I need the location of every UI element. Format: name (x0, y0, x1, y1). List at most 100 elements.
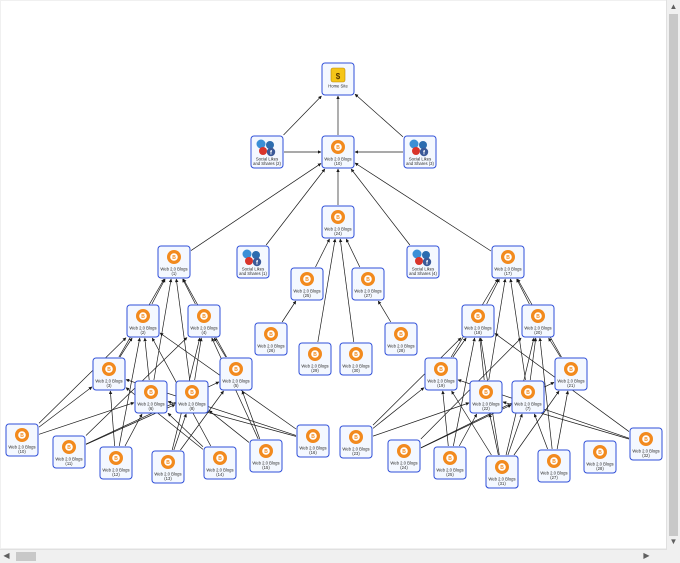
node-label-line1: Web 2.0 Blogs (8, 445, 35, 450)
edge-w7-to-w17 (509, 278, 526, 381)
scroll-left-icon[interactable]: ◀ (3, 551, 10, 560)
scroll-up-icon[interactable]: ▲ (669, 2, 678, 11)
scroll-corner (667, 549, 680, 563)
node-label-line1: Web 2.0 Blogs (390, 461, 417, 466)
vertical-scrollbar[interactable]: ▲ ▼ (666, 0, 680, 549)
node-label-line1: Web 2.0 Blogs (488, 477, 515, 482)
node-label-line2: (2) (140, 330, 146, 335)
edge-w7-to-w20 (529, 337, 538, 381)
node-label-line1: Web 2.0 Blogs (95, 379, 122, 384)
edge-w25b-to-w19 (441, 390, 449, 447)
node-label-line2: (17) (504, 271, 512, 276)
node-label-line2: (21) (567, 383, 575, 388)
edge-w23-to-w22 (372, 402, 470, 437)
svg-text:B: B (20, 433, 24, 439)
node-label-line2: (27) (550, 475, 558, 480)
svg-text:B: B (305, 277, 309, 283)
svg-text:f: f (256, 261, 259, 267)
node-label-line2: (15) (262, 465, 270, 470)
node-w17[interactable]: B Web 2.0 Blogs(17) (491, 245, 525, 279)
node-label-line2: (11) (65, 461, 73, 466)
svg-text:B: B (190, 390, 194, 396)
edge-w30-to-w24 (338, 238, 355, 343)
edge-s4-to-w10 (350, 168, 411, 246)
horizontal-scrollbar[interactable]: ◀ ▶ (0, 549, 667, 563)
blogger-icon: B (167, 250, 181, 264)
svg-text:B: B (506, 255, 510, 261)
node-label-line2: (29) (311, 368, 319, 373)
edge-w26b-to-w21 (513, 390, 560, 456)
node-label-line2: (23) (352, 451, 360, 456)
blogger-icon: B (397, 444, 411, 458)
social-share-icon: f (412, 249, 432, 267)
svg-text:B: B (311, 434, 315, 440)
edge-w25b-to-w18 (453, 337, 476, 447)
blogger-icon: B (639, 432, 653, 446)
node-label-line1: Web 2.0 Blogs (540, 471, 567, 476)
node-label-line1: Web 2.0 Blogs (154, 472, 181, 477)
edge-w15-to-w5 (241, 390, 261, 440)
node-root[interactable]: $Home Site (321, 62, 355, 96)
svg-text:B: B (354, 352, 358, 358)
edge-w2-to-w1 (151, 278, 166, 305)
node-label-line2: (20) (534, 330, 542, 335)
node-label-line1: Web 2.0 Blogs (324, 227, 351, 232)
horizontal-scroll-thumb[interactable] (16, 552, 36, 561)
blogger-icon: B (394, 327, 408, 341)
vertical-scroll-thumb[interactable] (669, 14, 678, 536)
node-label-line1: Social Likes (242, 267, 264, 272)
scroll-right-icon[interactable]: ▶ (643, 551, 650, 560)
edge-w31-to-w22 (488, 413, 499, 456)
blogger-icon: B (308, 347, 322, 361)
scroll-down-icon[interactable]: ▼ (669, 537, 678, 546)
svg-text:B: B (536, 314, 540, 320)
node-label-line2: (14) (216, 472, 224, 477)
edge-w17-to-w10 (354, 162, 492, 252)
node-label-line1: Web 2.0 Blogs (494, 267, 521, 272)
node-label-line1: Web 2.0 Blogs (632, 449, 659, 454)
svg-text:B: B (439, 367, 443, 373)
node-label-line1: Web 2.0 Blogs (55, 457, 82, 462)
node-label-line2: (16) (309, 450, 317, 455)
node-label-line1: Web 2.0 Blogs (387, 344, 414, 349)
